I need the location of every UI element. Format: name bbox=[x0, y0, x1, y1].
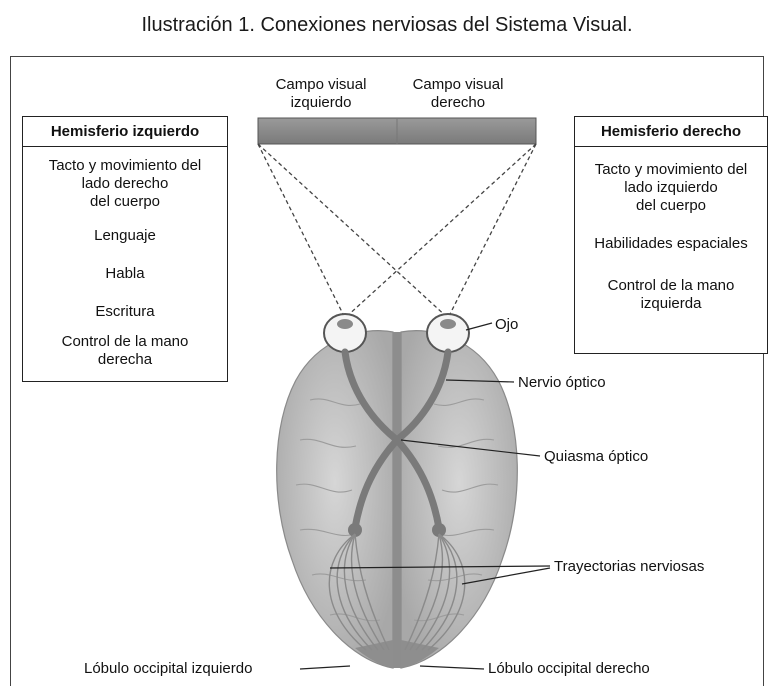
diagram-frame bbox=[10, 56, 764, 686]
right-hemisphere-box: Hemisferio derecho Tacto y movimiento de… bbox=[574, 116, 768, 354]
right-hemisphere-item: Control de la mano izquierda bbox=[607, 277, 735, 312]
leader-lines bbox=[299, 322, 551, 670]
nerve-pathways-label: Trayectorias nerviosas bbox=[554, 558, 705, 575]
left-hemisphere-box: Hemisferio izquierdo Tacto y movimiento … bbox=[22, 116, 228, 382]
figure-caption: Ilustración 1. Conexiones nerviosas del … bbox=[141, 14, 633, 36]
optic-chiasm-label: Quiasma óptico bbox=[544, 448, 649, 465]
optic-pathways bbox=[341, 348, 452, 532]
left-hemisphere-item: Tacto y movimiento del lado derecho del … bbox=[48, 157, 202, 210]
projection-lines bbox=[257, 143, 537, 319]
longitudinal-fissure bbox=[393, 332, 401, 668]
left-hemisphere-title: Hemisferio izquierdo bbox=[23, 117, 227, 147]
left-visual-field-label: Campo visual izquierdo bbox=[275, 76, 367, 111]
right-hemisphere-item: Habilidades espaciales bbox=[594, 235, 748, 252]
left-eye bbox=[323, 313, 367, 353]
right-occipital-shade bbox=[401, 640, 439, 668]
left-hemisphere-item: Habla bbox=[105, 265, 145, 282]
left-hemisphere-item: Control de la mano derecha bbox=[61, 333, 189, 368]
optic-nerve-label: Nervio óptico bbox=[518, 374, 606, 391]
right-hemisphere-item: Tacto y movimiento del lado izquierdo de… bbox=[594, 161, 748, 214]
right-hemisphere-title: Hemisferio derecho bbox=[575, 117, 767, 147]
right-occipital-label: Lóbulo occipital derecho bbox=[488, 660, 650, 677]
nerve-radiations bbox=[328, 533, 466, 651]
left-occipital-label: Lóbulo occipital izquierdo bbox=[84, 660, 253, 677]
eye-label: Ojo bbox=[495, 316, 519, 333]
left-hemisphere-item: Escritura bbox=[95, 303, 155, 320]
left-hemisphere-item: Lenguaje bbox=[94, 227, 156, 244]
right-eye bbox=[426, 313, 470, 353]
right-visual-field-label: Campo visual derecho bbox=[412, 76, 504, 111]
left-lgn bbox=[348, 523, 362, 537]
right-lgn bbox=[432, 523, 446, 537]
left-occipital-shade bbox=[355, 640, 393, 668]
